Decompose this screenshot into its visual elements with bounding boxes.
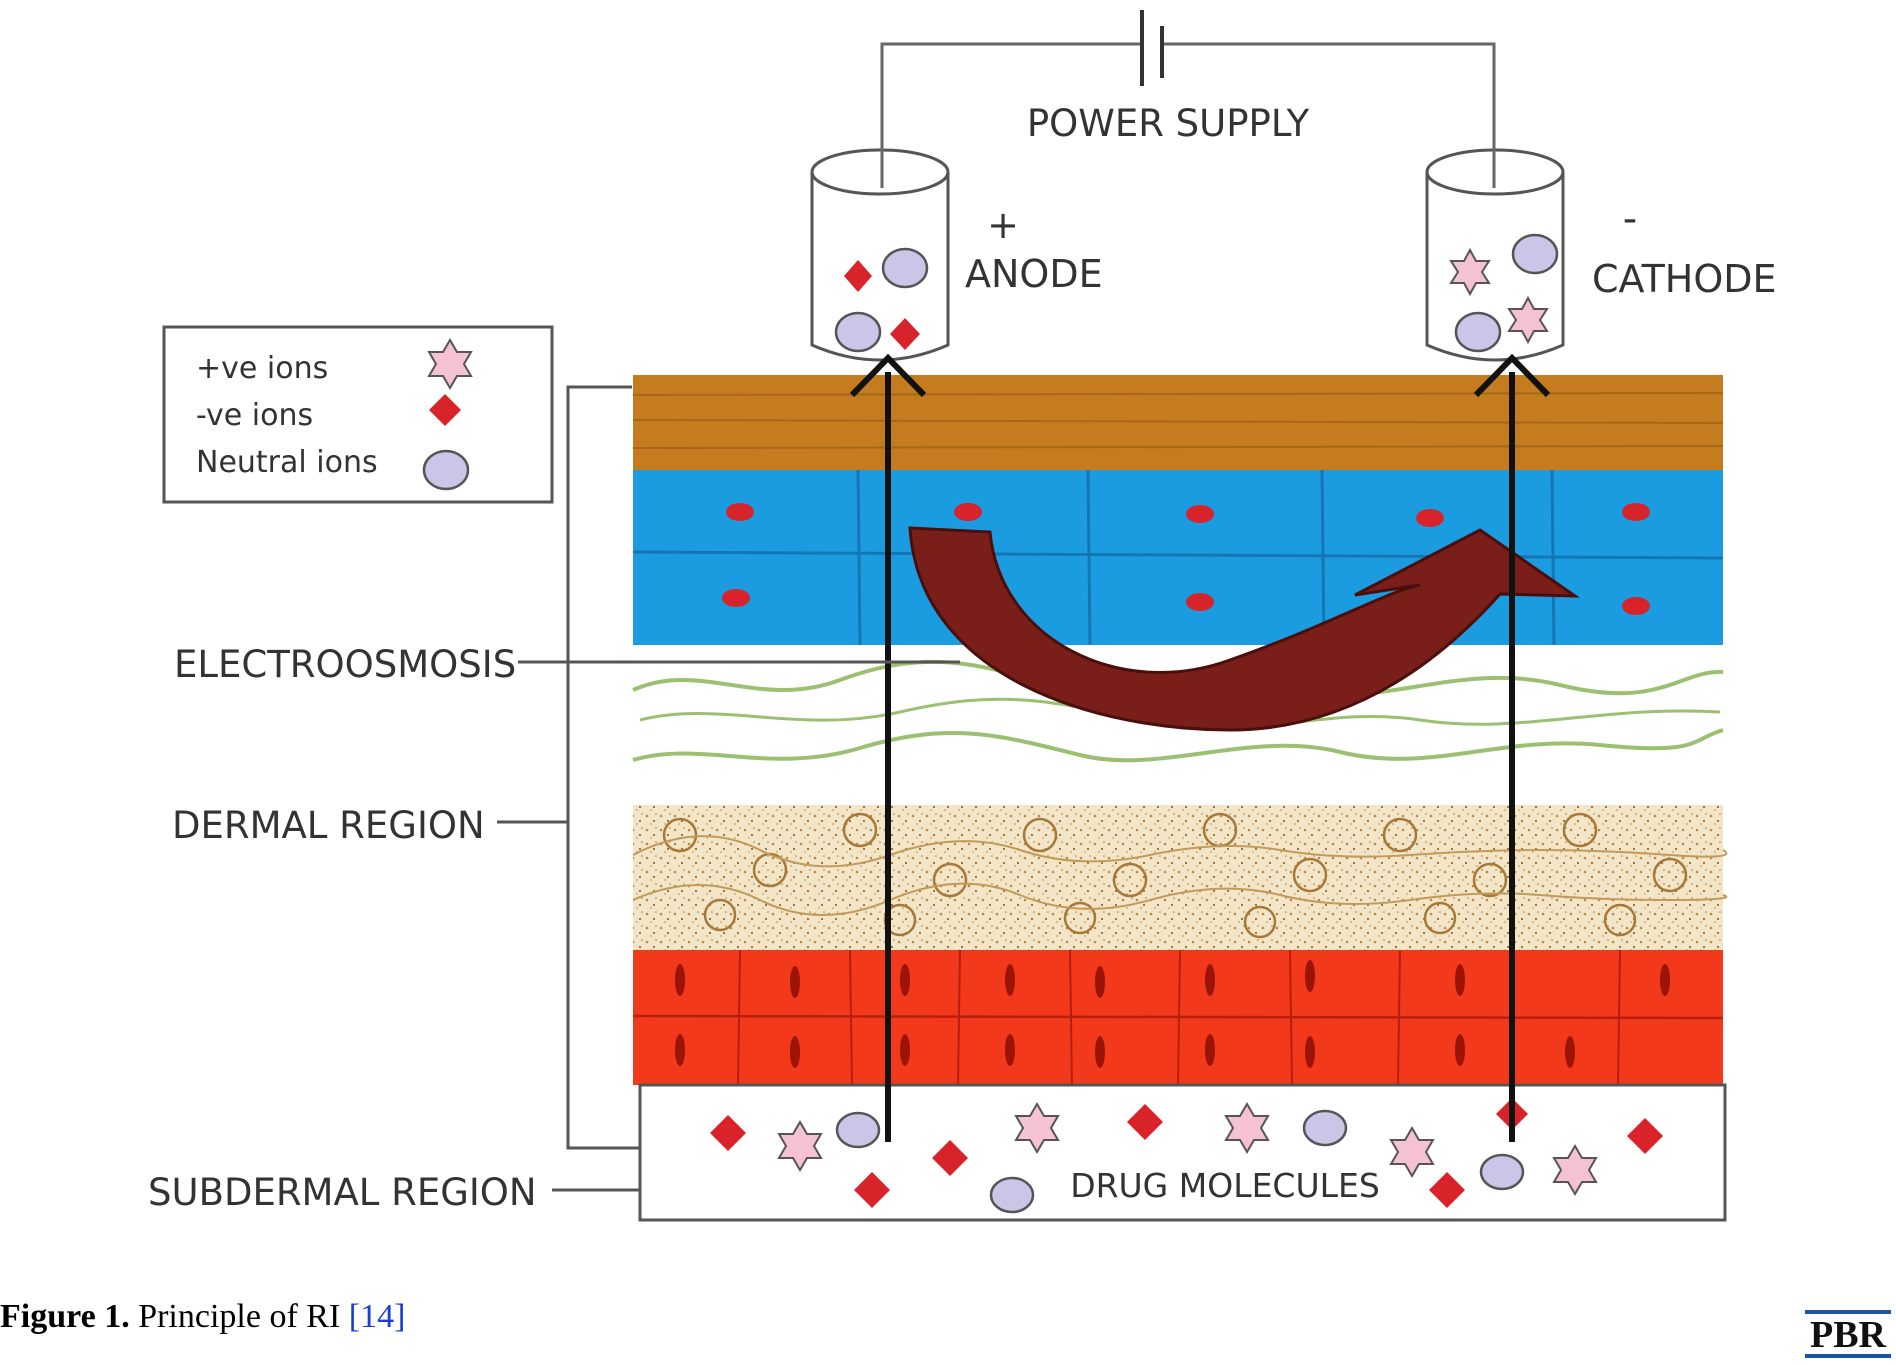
negative-ion-icon [1429, 1172, 1465, 1208]
anode-transport-arrow [849, 353, 927, 1142]
dermal-cell-layer [632, 805, 1728, 950]
region-bracket [497, 385, 960, 1192]
cathode-sign: - [1623, 196, 1637, 242]
cathode-beaker [1425, 44, 1565, 362]
neutral-ion-icon [1479, 1153, 1525, 1191]
positive-ion-icon [427, 338, 473, 390]
neutral-ion-icon [835, 1111, 881, 1149]
positive-ion-icon [777, 1120, 823, 1172]
anode-sign: + [987, 203, 1019, 247]
anode-beaker [810, 44, 950, 362]
skin-layers [632, 375, 1728, 1086]
drug-molecules-label: DRUG MOLECULES [1070, 1166, 1380, 1205]
positive-ion-icon [1507, 295, 1549, 345]
legend-neutral-ions: Neutral ions [196, 445, 378, 480]
caption-text: Principle of RI [138, 1298, 341, 1335]
positive-ion-icon [1014, 1102, 1060, 1154]
negative-ion-icon [429, 394, 461, 426]
cathode-transport-arrow [1473, 353, 1551, 1142]
neutral-ion-icon [1511, 233, 1559, 275]
figure-caption: Figure 1. Principle of RI [14] [0, 1298, 405, 1336]
negative-ion-icon [710, 1115, 746, 1151]
legend-box: +ve ions -ve ions Neutral ions [162, 325, 554, 504]
negative-ion-icon [890, 318, 920, 350]
neutral-ion-icon [1302, 1109, 1348, 1147]
neutral-ion-icon [989, 1176, 1035, 1214]
negative-ion-icon [844, 260, 872, 292]
figure-number: Figure 1. [0, 1298, 130, 1335]
neutral-ion-icon [422, 449, 470, 491]
legend-positive-ions: +ve ions [196, 351, 328, 386]
legend-negative-ions: -ve ions [196, 398, 313, 433]
positive-ion-icon [1389, 1126, 1435, 1178]
caption-reference-link[interactable]: [14] [348, 1298, 406, 1335]
dermal-region-label: DERMAL REGION [172, 804, 485, 847]
electroosmosis-arrow [908, 526, 1580, 732]
negative-ion-icon [854, 1172, 890, 1208]
subdermal-region-label: SUBDERMAL REGION [148, 1171, 537, 1214]
power-supply-label: POWER SUPPLY [1027, 102, 1310, 145]
subdermal-box: DRUG MOLECULES [638, 1083, 1727, 1222]
neutral-ion-icon [1454, 311, 1502, 353]
iontophoresis-diagram: POWER SUPPLY + ANODE - CATHODE +ve ions … [148, 10, 1777, 1222]
positive-ion-icon [1552, 1144, 1598, 1196]
journal-logo: PBR [1805, 1310, 1891, 1358]
positive-ion-icon [1449, 247, 1491, 297]
negative-ion-icon [932, 1140, 968, 1176]
power-supply-circuit: POWER SUPPLY [880, 10, 1496, 188]
anode-label: ANODE [965, 252, 1103, 296]
electroosmosis-label: ELECTROOSMOSIS [174, 643, 516, 686]
cathode-label: CATHODE [1592, 257, 1777, 301]
neutral-ion-icon [881, 247, 929, 289]
negative-ion-icon [1627, 1118, 1663, 1154]
negative-ion-icon [1127, 1104, 1163, 1140]
positive-ion-icon [1224, 1102, 1270, 1154]
neutral-ion-icon [834, 311, 882, 353]
muscle-layer [632, 949, 1724, 1086]
epidermis-layer [632, 469, 1724, 646]
